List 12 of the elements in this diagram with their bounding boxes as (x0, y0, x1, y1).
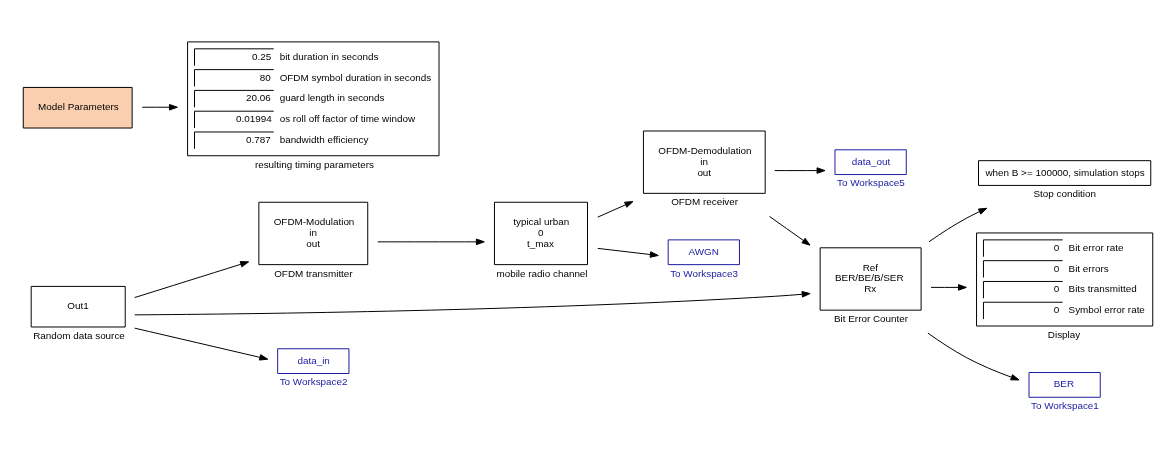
node-label: OFDM receiver (671, 195, 739, 207)
node-label: Stop condition (1033, 187, 1097, 199)
node-label: To Workspace3 (670, 267, 739, 279)
node-label: resulting timing parameters (254, 158, 375, 170)
node-label: To Workspace2 (279, 375, 348, 387)
node-label: Bit Error Counter (833, 312, 909, 324)
node-label: To Workspace1 (1030, 399, 1099, 411)
node-label: OFDM transmitter (274, 267, 353, 279)
node-label: To Workspace5 (836, 176, 905, 188)
node-label: Display (1047, 328, 1081, 340)
node-label: mobile radio channel (496, 267, 588, 279)
node-label: Random data source (33, 329, 125, 341)
